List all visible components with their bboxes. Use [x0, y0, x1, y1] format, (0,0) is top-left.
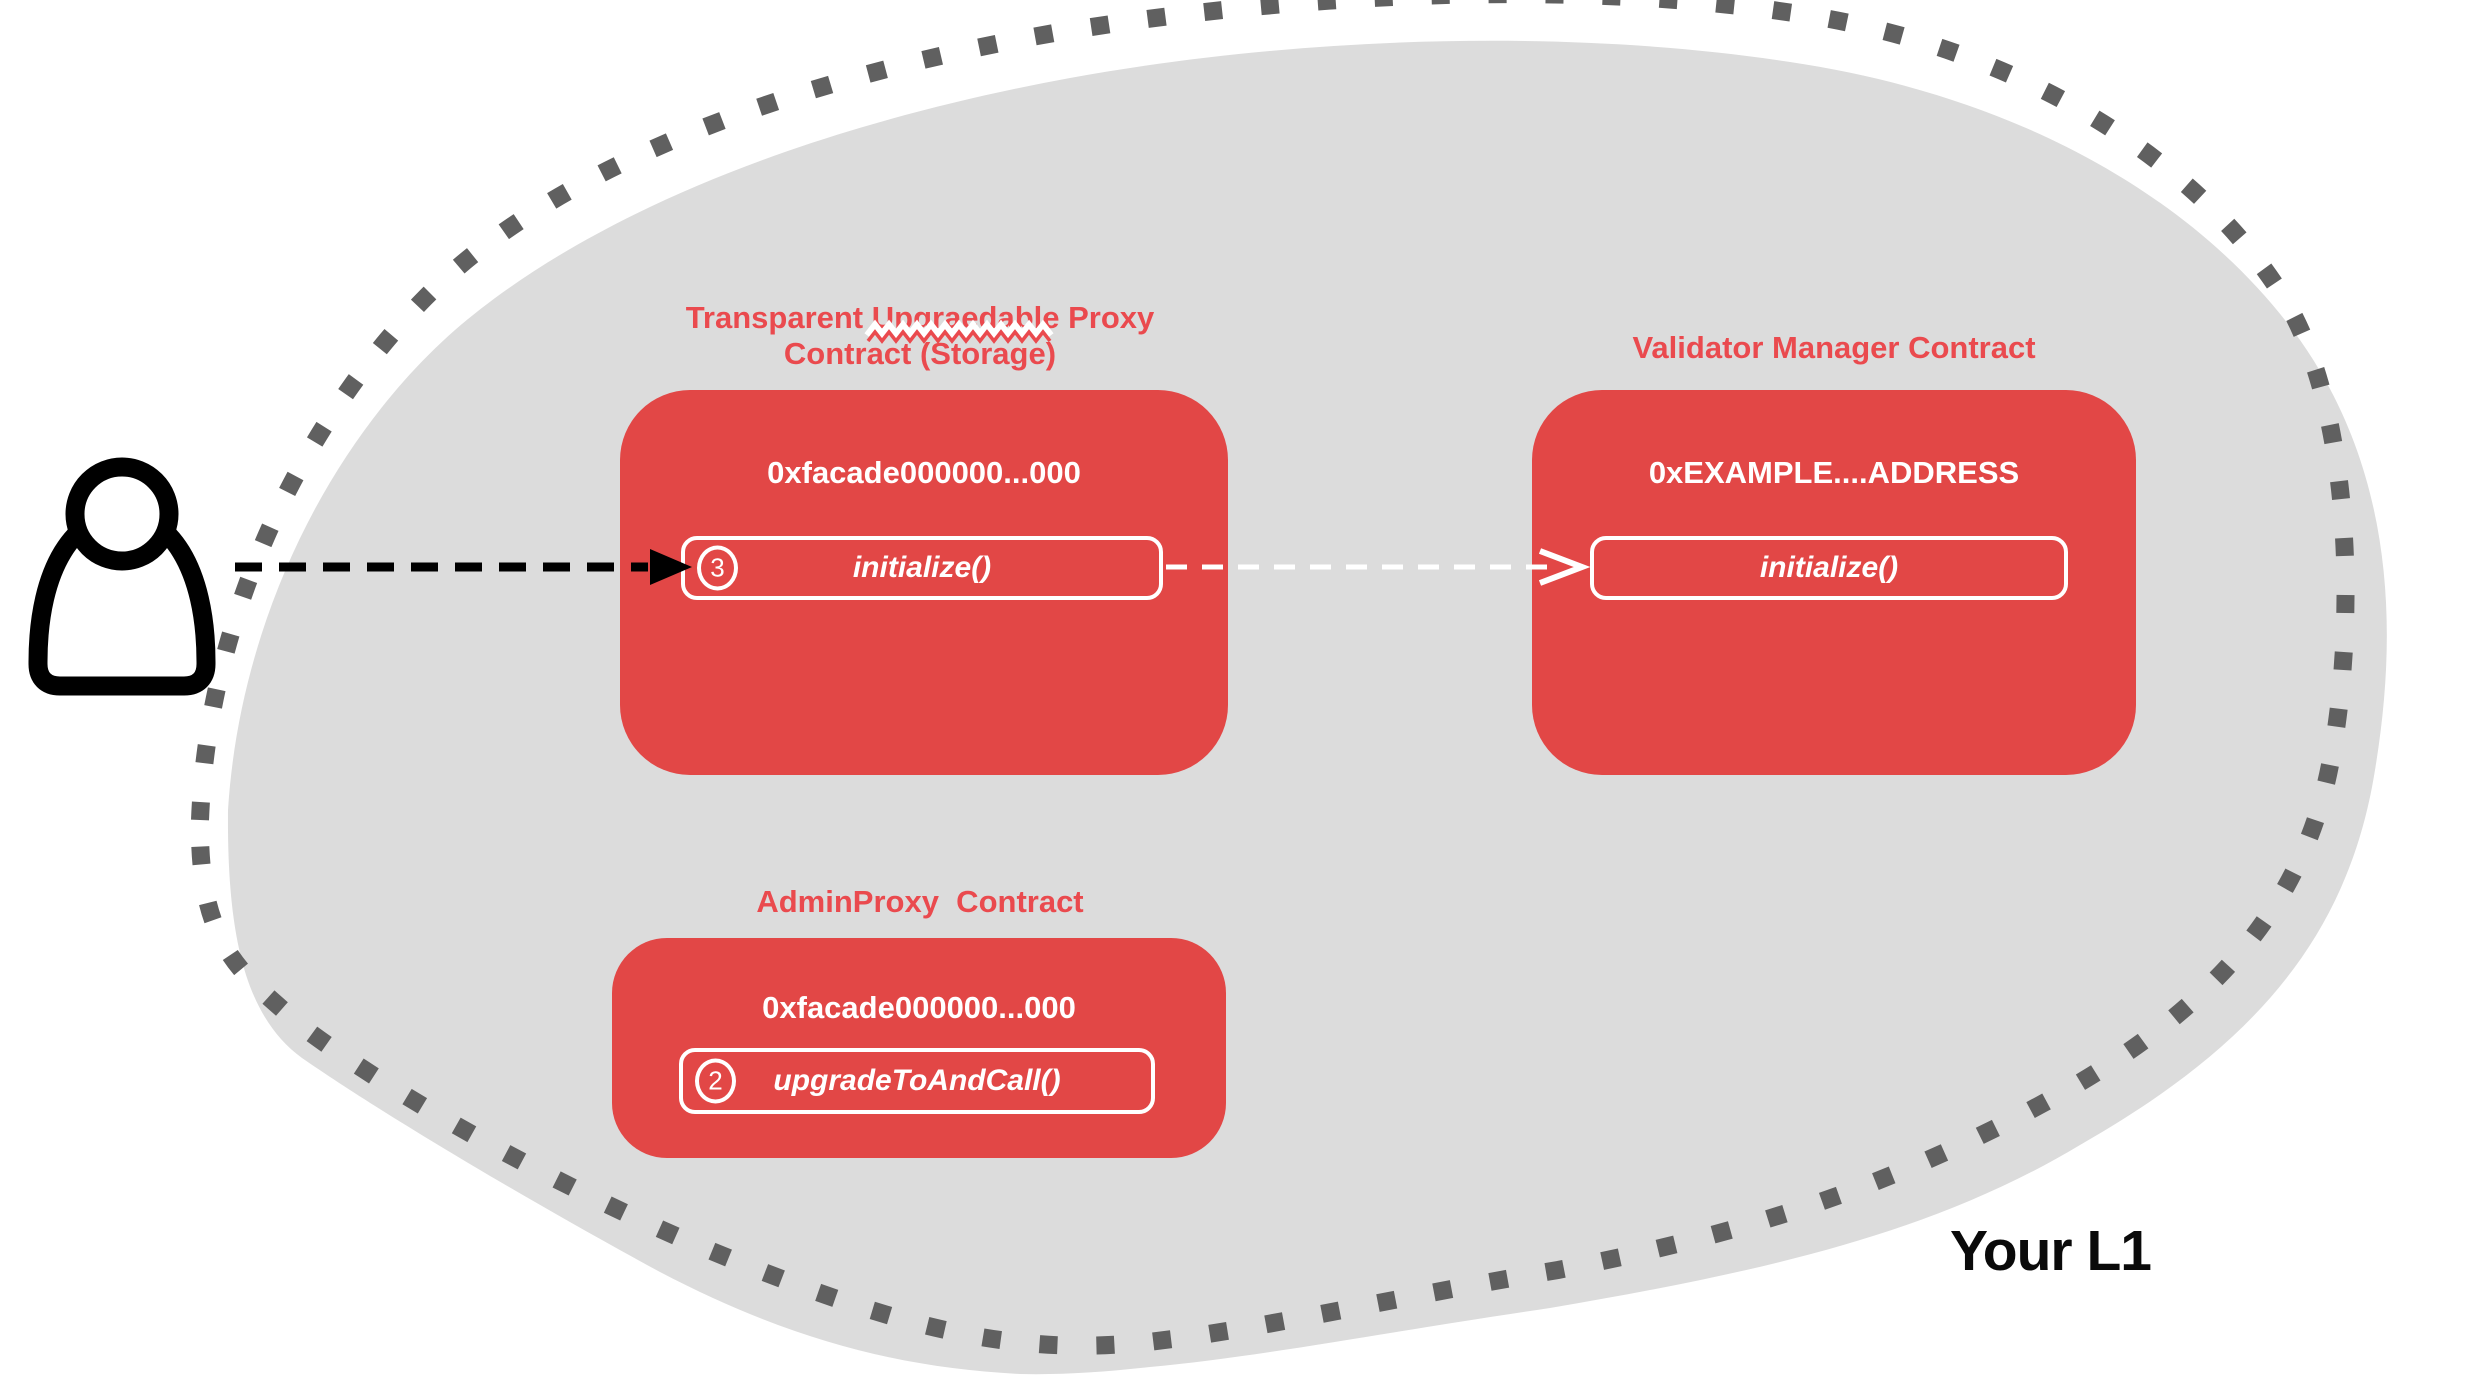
proxy-contract-address: 0xfacade000000...000	[767, 455, 1081, 490]
admin-contract-title: AdminProxy Contract	[756, 884, 1084, 919]
admin-upgrade-label: upgradeToAndCall()	[773, 1064, 1061, 1097]
validator-initialize-button: initialize()	[1590, 536, 2068, 600]
admin-contract-address: 0xfacade000000...000	[762, 990, 1076, 1025]
proxy-initialize-button: 3 initialize()	[681, 536, 1163, 600]
admin-step-badge: 2	[695, 1058, 736, 1104]
user-icon	[28, 457, 216, 696]
validator-contract-address: 0xEXAMPLE....ADDRESS	[1648, 455, 2020, 490]
validator-contract-title: Validator Manager Contract	[1632, 330, 2036, 365]
proxy-initialize-label: initialize()	[852, 551, 992, 584]
user-body	[28, 504, 216, 696]
validator-initialize-label: initialize()	[1759, 551, 1899, 584]
admin-contract-box: 0xfacade000000...000 2 upgradeToAndCall(…	[612, 938, 1226, 1158]
proxy-contract-box: 0xfacade000000...000 3 initialize()	[620, 390, 1228, 775]
user-head	[65, 457, 179, 571]
admin-upgrade-button: 2 upgradeToAndCall()	[679, 1048, 1155, 1114]
proxy-contract-title: Transparent Upgraedable Proxy Contract (…	[685, 300, 1155, 371]
proxy-step-badge: 3	[697, 545, 738, 591]
proxy-delegate-arrow	[1166, 548, 1591, 586]
validator-contract-box: 0xEXAMPLE....ADDRESS initialize()	[1532, 390, 2136, 775]
region-label: Your L1	[1950, 1219, 2152, 1283]
